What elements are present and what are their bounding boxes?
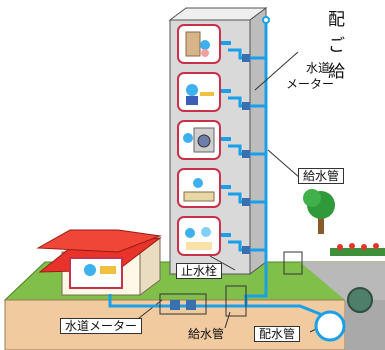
label-water-meter-top-line2: メーター <box>286 77 335 91</box>
floor-meters <box>242 16 270 254</box>
header-line-3: 給 <box>328 62 345 82</box>
label-water-meter-top-line1: 水道 <box>306 61 331 75</box>
label-water-meter-bottom: 水道メーター <box>60 318 143 334</box>
label-supply-pipe-upper: 給水管 <box>298 168 345 184</box>
distribution-main <box>314 287 373 342</box>
header-line-1: 配 <box>328 10 345 30</box>
label-stop-valve: 止水栓 <box>176 263 223 279</box>
house <box>36 229 162 296</box>
label-distribution-pipe: 配水管 <box>254 326 301 342</box>
toilet-icon <box>185 31 210 57</box>
faucets <box>221 41 231 237</box>
building-windows <box>177 24 231 256</box>
sink-icon <box>183 178 215 202</box>
meter-boxes <box>159 251 303 317</box>
washing-machine-icon <box>183 127 215 153</box>
bathroom-icon <box>185 227 212 250</box>
tree <box>303 189 335 234</box>
label-supply-pipe-lower: 給水管 <box>188 327 225 341</box>
flowers <box>330 243 385 256</box>
kitchen-icon <box>186 84 214 105</box>
header-line-2: ご <box>328 36 345 56</box>
building-pipes <box>228 20 268 262</box>
